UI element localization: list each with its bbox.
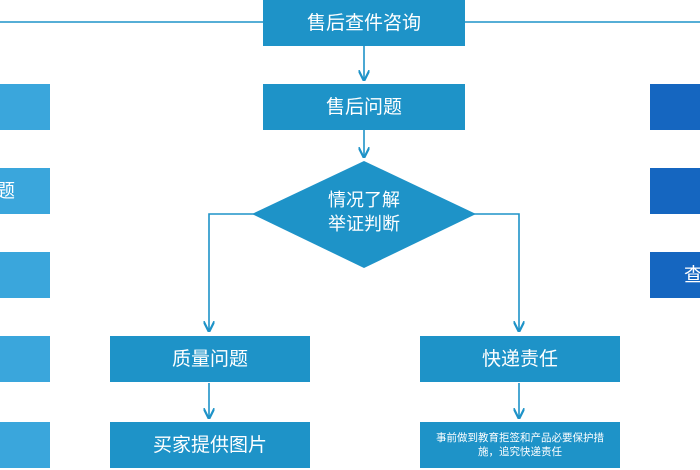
left-side-box-4 (0, 336, 50, 382)
courier-box: 快递责任 (420, 336, 620, 382)
left-side-fragment: 题 (0, 180, 16, 202)
left-side-box-5 (0, 422, 50, 468)
courier-note-box: 事前做到教育拒签和产品必要保护措施，追究快递责任 (420, 422, 620, 468)
inquiry-label: 售后查件咨询 (306, 12, 421, 34)
right-side-fragment: 查 (684, 264, 700, 286)
courier-label: 快递责任 (481, 348, 558, 370)
buyer-photos-box: 买家提供图片 (110, 422, 310, 468)
quality-box: 质量问题 (110, 336, 310, 382)
right-side-box-1 (650, 84, 700, 130)
buyer-photos-label: 买家提供图片 (152, 434, 267, 456)
issue-label: 售后问题 (325, 96, 402, 118)
decision-label-line2: 举证判断 (328, 214, 400, 235)
inquiry-box: 售后查件咨询 (263, 0, 465, 46)
right-side-box-3 (650, 252, 700, 298)
issue-box: 售后问题 (263, 84, 465, 130)
decision-label: 情况了解 举证判断 (304, 189, 424, 237)
decision-label-line1: 情况了解 (328, 190, 400, 211)
courier-note-label: 事前做到教育拒签和产品必要保护措施，追究快递责任 (436, 432, 604, 458)
quality-label: 质量问题 (171, 348, 248, 370)
arrow-decision-to-courier (420, 213, 519, 331)
decision-diamond (252, 161, 476, 268)
right-side-box-2 (650, 168, 700, 214)
left-side-box-1 (0, 84, 50, 130)
left-side-box-3 (0, 252, 50, 298)
left-side-box-2 (0, 168, 50, 214)
arrow-decision-to-quality (209, 213, 308, 331)
